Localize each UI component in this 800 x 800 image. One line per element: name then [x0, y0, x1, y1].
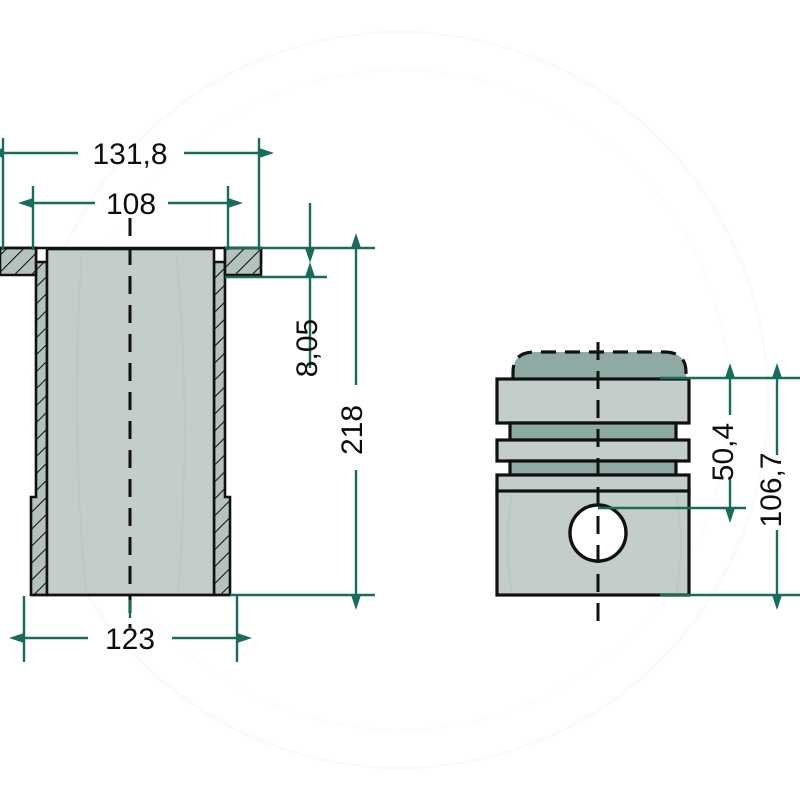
piston-section — [495, 342, 691, 632]
piston-crown — [513, 352, 686, 380]
dim-text-50-4: 50,4 — [707, 423, 740, 481]
liner-wall-right — [212, 246, 263, 597]
liner-dimension-group — [0, 138, 375, 662]
liner-bore-shading — [76, 249, 186, 595]
liner-wall-left — [0, 246, 49, 597]
liner-flange-right — [223, 246, 263, 277]
dim-text-106-7: 106,7 — [755, 452, 788, 527]
piston-land-2 — [495, 438, 691, 463]
dim-text-131-8: 131,8 — [92, 138, 167, 171]
dim-text-218: 218 — [336, 405, 369, 455]
dim-text-108: 108 — [106, 188, 156, 221]
liner-flange-left — [0, 246, 38, 277]
cylinder-liner-section — [0, 218, 263, 628]
piston-skirt-shading — [506, 491, 682, 595]
dim-text-8-05: 8,05 — [291, 319, 324, 377]
piston-dimension-group — [598, 363, 800, 610]
dim-text-123: 123 — [105, 623, 155, 656]
piston-ring-groove-1 — [508, 421, 678, 442]
piston-top-land — [495, 377, 691, 425]
piston-ring-groove-2 — [508, 459, 678, 477]
dimension-text-group: 131,8 108 8,05 218 123 50,4 106,7 — [92, 138, 788, 656]
